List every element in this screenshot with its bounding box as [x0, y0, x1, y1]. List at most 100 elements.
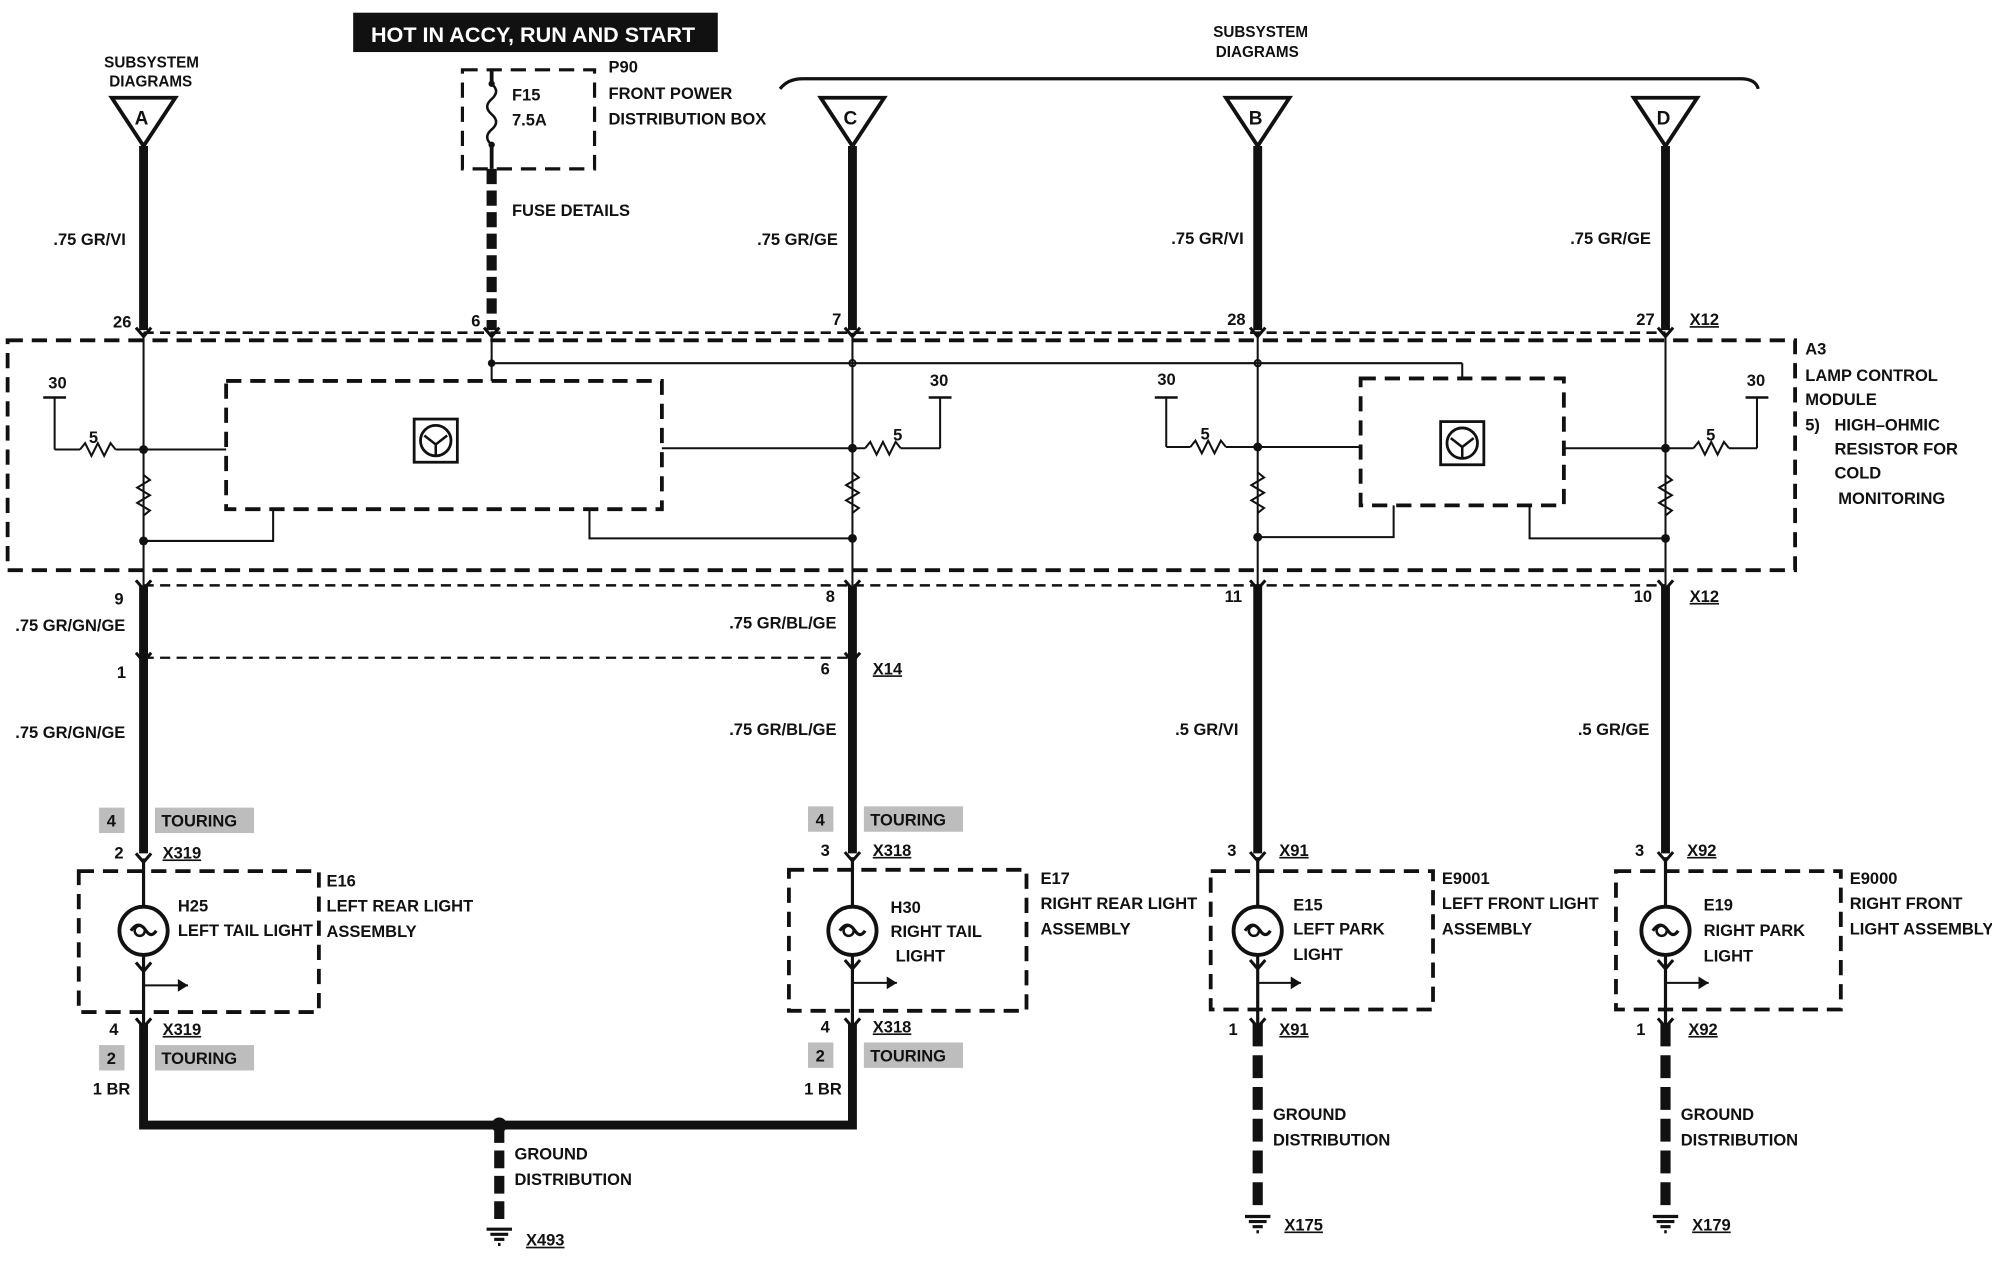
svg-text:X319: X319 [163, 844, 202, 862]
svg-text:RESISTOR FOR: RESISTOR FOR [1834, 441, 1958, 459]
bulb-e15-icon [1231, 904, 1284, 957]
svg-text:X14: X14 [873, 660, 903, 678]
svg-text:DISTRIBUTION: DISTRIBUTION [515, 1171, 632, 1189]
lamp-assembly-e9000: E19 RIGHT PARK LIGHT E9000 RIGHT FRONT L… [1614, 857, 1992, 1024]
svg-text:1: 1 [117, 664, 126, 682]
svg-text:30: 30 [1157, 371, 1175, 389]
svg-text:X318: X318 [873, 1018, 912, 1036]
svg-text:X91: X91 [1279, 1021, 1308, 1039]
svg-text:5): 5) [1805, 416, 1820, 434]
svg-text:DIAGRAMS: DIAGRAMS [1216, 44, 1299, 61]
svg-text:.75 GR/GN/GE: .75 GR/GN/GE [15, 724, 125, 742]
svg-text:30: 30 [48, 375, 66, 393]
svg-text:4: 4 [107, 813, 117, 831]
svg-text:4: 4 [109, 1021, 119, 1039]
svg-text:X179: X179 [1692, 1216, 1731, 1234]
svg-text:8: 8 [826, 588, 835, 606]
svg-text:X493: X493 [526, 1232, 565, 1250]
svg-text:H25: H25 [178, 898, 208, 916]
svg-text:28: 28 [1227, 311, 1245, 329]
svg-text:X318: X318 [873, 842, 912, 860]
svg-text:DISTRIBUTION: DISTRIBUTION [1273, 1131, 1390, 1149]
svg-text:P90: P90 [609, 58, 638, 76]
svg-text:LIGHT ASSEMBLY: LIGHT ASSEMBLY [1850, 921, 1992, 939]
fuse-box-p90: P90 FRONT POWER DISTRIBUTION BOX F15 7.5… [460, 58, 767, 220]
svg-text:.75 GR/GE: .75 GR/GE [1570, 230, 1651, 248]
svg-text:.75 GR/GE: .75 GR/GE [757, 231, 838, 249]
svg-text:3: 3 [821, 842, 830, 860]
subsystem-triangle-a[interactable]: A [108, 95, 179, 150]
svg-text:MODULE: MODULE [1805, 391, 1877, 409]
svg-text:ASSEMBLY: ASSEMBLY [1442, 921, 1532, 939]
control-chip-right-icon [1439, 420, 1486, 467]
subsystem-bracket [778, 77, 1760, 90]
svg-text:LIGHT: LIGHT [1704, 947, 1754, 965]
svg-text:30: 30 [930, 372, 948, 390]
svg-text:LEFT FRONT LIGHT: LEFT FRONT LIGHT [1442, 895, 1599, 913]
svg-text:1 BR: 1 BR [93, 1081, 131, 1099]
svg-text:2: 2 [107, 1050, 116, 1068]
svg-text:X12: X12 [1690, 588, 1719, 606]
lamp-assembly-e16: H25 LEFT TAIL LIGHT E16 LEFT REAR LIGHT … [76, 858, 473, 1024]
svg-text:4: 4 [821, 1018, 831, 1036]
touring-badge-left-bottom: 2 TOURING [99, 1045, 255, 1071]
svg-text:E19: E19 [1704, 896, 1733, 914]
bulb-h25-icon [117, 904, 170, 957]
svg-text:DISTRIBUTION BOX: DISTRIBUTION BOX [609, 110, 767, 128]
svg-text:RIGHT FRONT: RIGHT FRONT [1850, 895, 1963, 913]
svg-text:6: 6 [471, 312, 480, 330]
lamp-assembly-e17: H30 RIGHT TAIL LIGHT E17 RIGHT REAR LIGH… [787, 857, 1197, 1024]
svg-text:A: A [135, 108, 149, 129]
svg-text:5: 5 [1706, 427, 1715, 445]
svg-text:.75 GR/GN/GE: .75 GR/GN/GE [15, 617, 125, 635]
svg-text:LEFT TAIL LIGHT: LEFT TAIL LIGHT [178, 922, 313, 940]
svg-text:ASSEMBLY: ASSEMBLY [326, 923, 416, 941]
svg-text:COLD: COLD [1834, 465, 1881, 483]
svg-text:LEFT REAR LIGHT: LEFT REAR LIGHT [326, 898, 473, 916]
svg-text:DISTRIBUTION: DISTRIBUTION [1681, 1131, 1798, 1149]
svg-text:1 BR: 1 BR [804, 1081, 842, 1099]
lamp-control-module-a3: 30 5 30 5 30 5 30 5 [5, 331, 1958, 587]
svg-text:ASSEMBLY: ASSEMBLY [1040, 921, 1130, 939]
subsystem-triangle-d[interactable]: D [1630, 95, 1701, 150]
svg-text:B: B [1249, 108, 1263, 129]
svg-text:X12: X12 [1690, 311, 1719, 329]
svg-text:LAMP CONTROL: LAMP CONTROL [1805, 367, 1938, 385]
svg-text:X175: X175 [1284, 1216, 1323, 1234]
ground-x493-icon [484, 1227, 514, 1247]
svg-text:F15: F15 [512, 86, 540, 104]
svg-text:X319: X319 [163, 1021, 202, 1039]
svg-text:.75 GR/VI: .75 GR/VI [53, 231, 125, 249]
subsystem-triangle-c[interactable]: C [817, 95, 888, 150]
svg-text:26: 26 [113, 314, 131, 332]
svg-text:H30: H30 [891, 899, 921, 917]
power-banner: HOT IN ACCY, RUN AND START [353, 12, 718, 53]
svg-text:.5 GR/GE: .5 GR/GE [1578, 721, 1650, 739]
svg-text:10: 10 [1634, 588, 1652, 606]
svg-text:RIGHT PARK: RIGHT PARK [1704, 922, 1806, 940]
svg-text:A3: A3 [1805, 340, 1826, 358]
svg-text:1: 1 [1228, 1021, 1237, 1039]
svg-text:.75 GR/BL/GE: .75 GR/BL/GE [729, 721, 836, 739]
svg-text:SUBSYSTEM: SUBSYSTEM [1213, 24, 1308, 41]
touring-badge-right-top: 4 TOURING [807, 806, 963, 832]
svg-text:GROUND: GROUND [1681, 1106, 1754, 1124]
ground-x179-icon [1651, 1214, 1680, 1234]
svg-text:5: 5 [89, 429, 98, 447]
touring-badge-right-bottom: 2 TOURING [807, 1042, 963, 1068]
svg-text:5: 5 [1201, 425, 1210, 443]
subsystem-triangle-b[interactable]: B [1222, 95, 1293, 150]
bulb-e19-icon [1639, 904, 1692, 957]
svg-text:LIGHT: LIGHT [1293, 946, 1343, 964]
svg-text:E15: E15 [1293, 896, 1322, 914]
banner-text: HOT IN ACCY, RUN AND START [371, 22, 695, 47]
svg-text:SUBSYSTEM: SUBSYSTEM [104, 54, 199, 71]
svg-text:LEFT PARK: LEFT PARK [1293, 921, 1384, 939]
svg-text:11: 11 [1225, 588, 1242, 606]
subsystem-label-left: SUBSYSTEM DIAGRAMS [104, 54, 199, 90]
svg-text:5: 5 [893, 427, 902, 445]
svg-text:X91: X91 [1279, 842, 1308, 860]
fuse-details-label: FUSE DETAILS [512, 202, 630, 220]
svg-text:E16: E16 [326, 872, 355, 890]
